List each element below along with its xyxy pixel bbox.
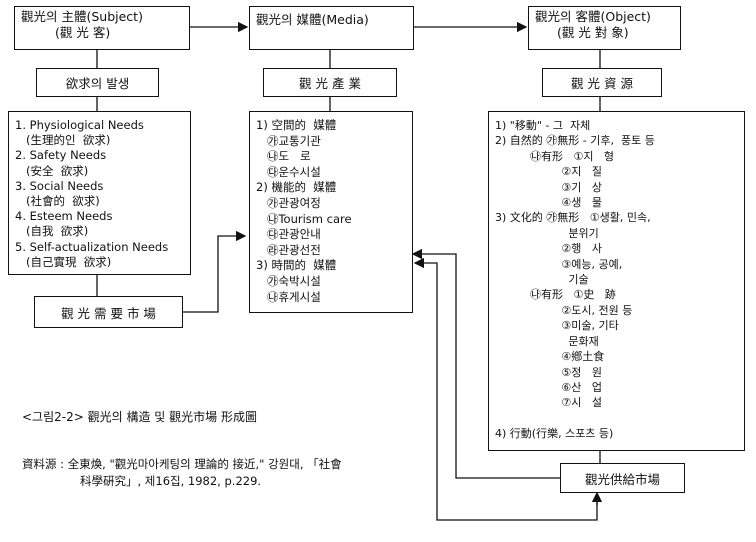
resource-item: 분위기: [495, 226, 599, 240]
needs-item: 4. Esteem Needs: [15, 209, 113, 224]
media-item: ㉮교통기관: [256, 133, 321, 148]
media-box: 觀光의 媒體(Media): [249, 6, 414, 50]
media-list: 1) 空間的 媒體 ㉮교통기관 ㉯도 로 ㉰운수시설 2) 機能的 媒體 ㉮관광…: [249, 111, 413, 313]
media-item: ㉰관광안내: [256, 227, 321, 242]
industry-label: 觀 光 產 業: [299, 76, 361, 91]
needs-item: (自我 欲求): [15, 224, 89, 239]
resource-item: 4) 行動(行樂, 스포츠 등): [495, 426, 614, 440]
object-title: 觀光의 客體(Object): [535, 9, 651, 24]
resource-item: ②행 사: [495, 242, 603, 256]
resource-item: ⑦시 설: [495, 396, 603, 410]
media-item: ㉮관광여정: [256, 195, 321, 210]
resources-list: 1) "移動" - 그 자체 2) 自然的 ㉮無形 - 기후, 풍토 등 ㉯有形…: [488, 111, 745, 451]
resource-item: ③미술, 기타: [495, 319, 619, 333]
resource-item: ⑥산 업: [495, 380, 603, 394]
media-item: 2) 機能的 媒體: [256, 180, 337, 195]
media-item: ㉮숙박시설: [256, 273, 321, 288]
resource-item: ②도시, 전원 등: [495, 303, 633, 317]
resource-item: ④생 물: [495, 196, 603, 210]
needs-item: 5. Self-actualization Needs: [15, 239, 169, 254]
resource-item: ③기 상: [495, 180, 603, 194]
subject-box: 觀光의 主體(Subject) (觀 光 客): [14, 6, 190, 50]
demand-market-box: 觀 光 需 要 市 場: [34, 296, 183, 328]
needs-item: (安全 欲求): [15, 163, 89, 178]
figure-caption: <그림2-2> 觀光의 構造 및 觀光市場 形成圖: [22, 410, 257, 424]
resource-item: ㉯有形 ①史 跡: [495, 288, 616, 302]
resource-item: ④鄕土食: [495, 350, 605, 364]
media-item: ㉯Tourism care: [256, 211, 352, 226]
source-line-1: 資料源 : 全東煥, "觀光마아케팅의 理論的 接近," 강원대, 「社會: [22, 457, 342, 471]
resource-item: ⑤정 원: [495, 365, 603, 379]
media-item: 3) 時間的 媒體: [256, 258, 337, 273]
resource-item: ②지 질: [495, 165, 603, 179]
media-item: ㉯휴게시설: [256, 289, 321, 304]
subject-title: 觀光의 主體(Subject): [21, 9, 143, 24]
needs-item: (社會的 欲求): [15, 194, 100, 209]
media-title: 觀光의 媒體(Media): [256, 12, 369, 27]
needs-item: (生理的인 欲求): [15, 133, 111, 148]
industry-box: 觀 光 產 業: [263, 68, 397, 97]
resource-item: ③예능, 공예,: [495, 257, 623, 271]
supply-market-label: 觀光供給市場: [584, 471, 660, 487]
media-item: ㉰운수시설: [256, 164, 321, 179]
resource-item: [495, 411, 738, 426]
resource-item: 기술: [495, 273, 589, 287]
media-item: 1) 空間的 媒體: [256, 118, 337, 132]
desire-label: 欲求의 발생: [65, 76, 130, 91]
object-box: 觀光의 客體(Object) (觀 光 對 象): [528, 6, 681, 50]
resource-item: 3) 文化的 ㉮無形 ①생활, 민속,: [495, 211, 651, 225]
subject-subtitle: (觀 光 客): [55, 25, 111, 40]
needs-item: 1. Physiological Needs: [15, 118, 144, 132]
source-line-2: 科學硏究」, 제16집, 1982, p.229.: [80, 474, 262, 488]
resources-label: 觀 光 資 源: [571, 76, 633, 91]
resource-item: 문화재: [495, 334, 599, 348]
desire-box: 欲求의 발생: [36, 68, 159, 97]
object-subtitle: (觀 光 對 象): [557, 25, 629, 40]
media-item: ㉯도 로: [256, 149, 311, 164]
needs-item: (自己實現 欲求): [15, 254, 112, 269]
needs-list: 1. Physiological Needs (生理的인 欲求) 2. Safe…: [8, 111, 191, 275]
resources-box: 觀 光 資 源: [542, 68, 662, 97]
needs-item: 3. Social Needs: [15, 178, 104, 193]
needs-item: 2. Safety Needs: [15, 148, 107, 163]
resource-item: 1) "移動" - 그 자체: [495, 119, 591, 132]
resource-item: 2) 自然的 ㉮無形 - 기후, 풍토 등: [495, 134, 655, 148]
media-item: ㉱관광선전: [256, 242, 321, 257]
supply-market-box: 觀光供給市場: [560, 463, 685, 493]
resource-item: ㉯有形 ①지 형: [495, 149, 615, 163]
demand-market-label: 觀 光 需 要 市 場: [61, 305, 156, 321]
